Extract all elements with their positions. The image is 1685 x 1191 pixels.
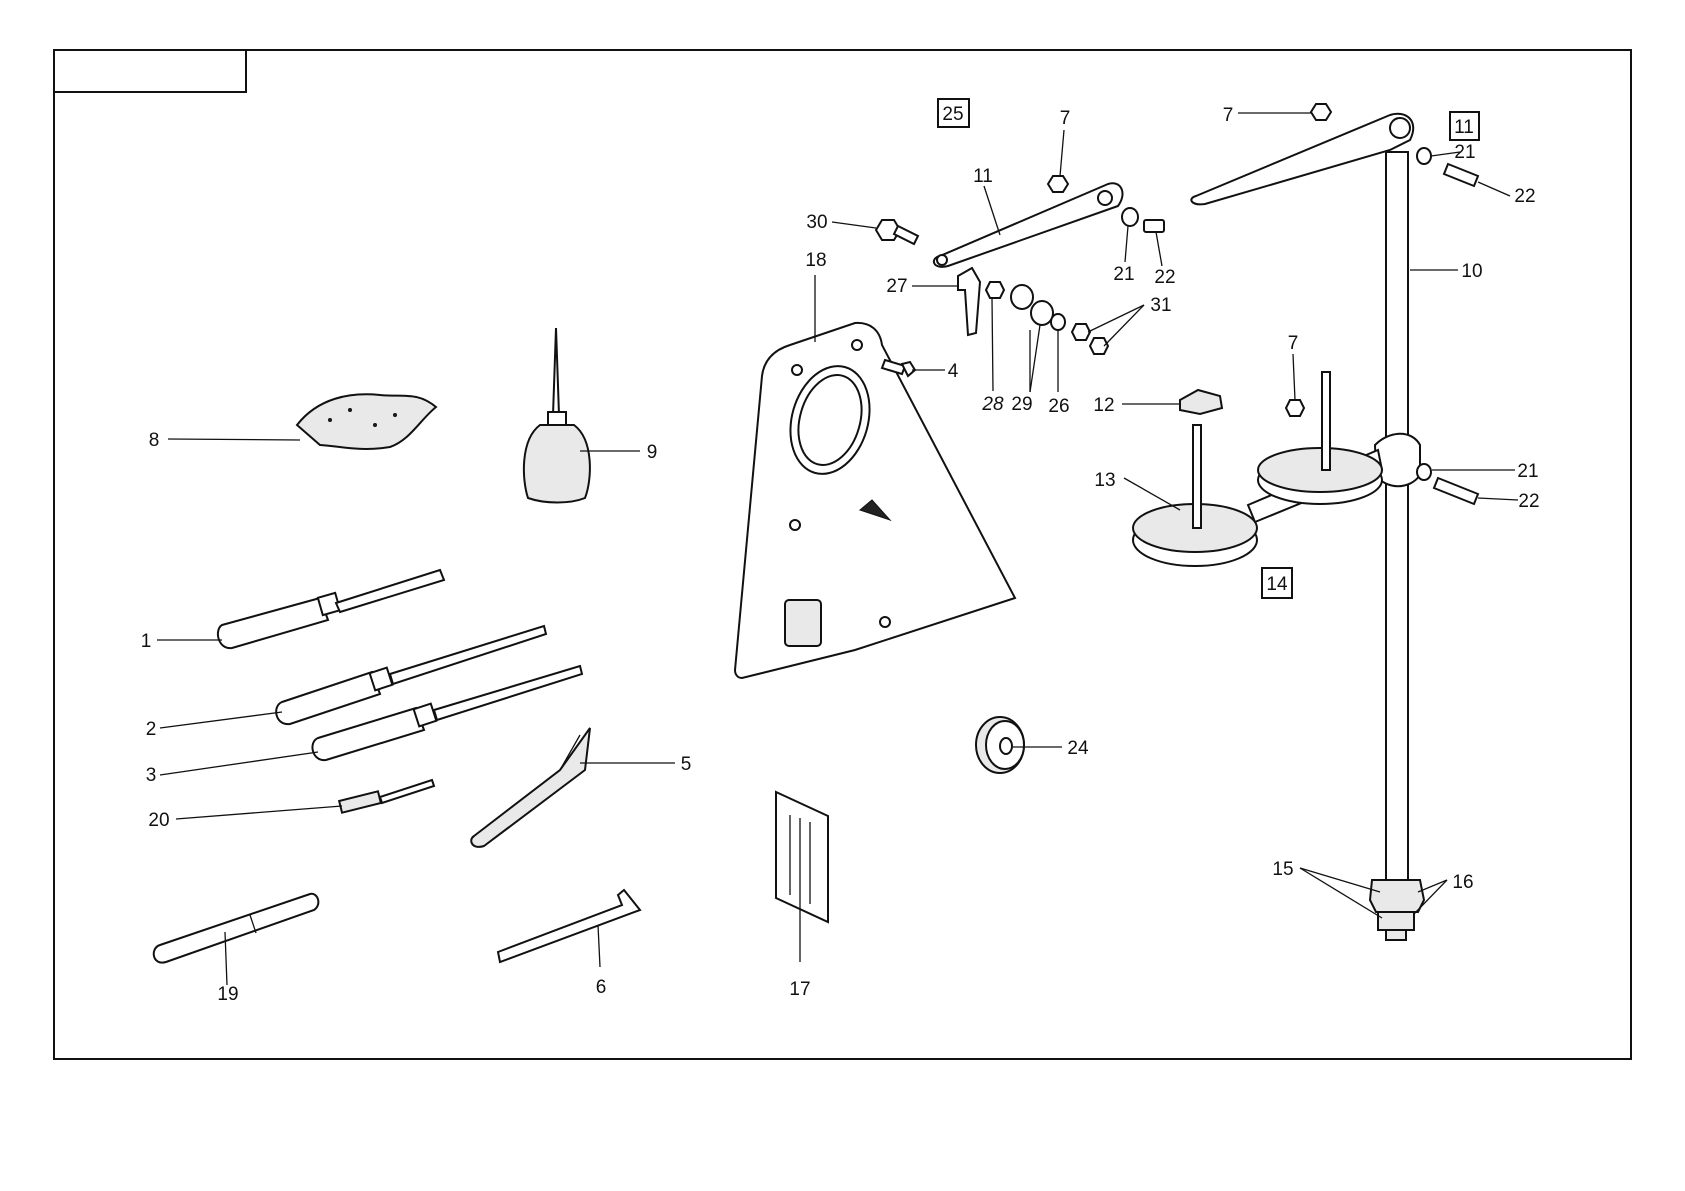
screw-22-upper xyxy=(1144,220,1164,232)
washer-21-top xyxy=(1417,148,1431,164)
screwdriver-1 xyxy=(218,570,444,648)
nuts-31 xyxy=(1072,324,1108,354)
group-label-11: 11 xyxy=(1454,117,1474,138)
grease-bag xyxy=(297,394,436,449)
drift-punch xyxy=(154,894,319,963)
callout-28: 28 xyxy=(981,394,1004,415)
group-box-14: 14 xyxy=(1262,568,1292,598)
callout-22-top: 22 xyxy=(1514,186,1535,207)
callout-4: 4 xyxy=(948,361,959,382)
callout-6: 6 xyxy=(596,977,607,998)
callout-17: 17 xyxy=(789,979,810,1000)
callout-10: 10 xyxy=(1461,261,1482,282)
screw-30 xyxy=(876,220,918,244)
callout-30: 30 xyxy=(806,212,827,233)
callout-18: 18 xyxy=(805,250,826,271)
callout-13: 13 xyxy=(1094,470,1115,491)
nut-7-upper xyxy=(1048,176,1068,192)
callout-27: 27 xyxy=(886,276,907,297)
callout-22-upper: 22 xyxy=(1154,267,1175,288)
callout-20: 20 xyxy=(148,810,169,831)
small-screwdriver xyxy=(339,780,434,813)
callout-16: 16 xyxy=(1452,872,1473,893)
title-cell xyxy=(54,50,246,92)
callout-8: 8 xyxy=(149,430,160,451)
callout-22-mid: 22 xyxy=(1518,491,1539,512)
spool-plate-13 xyxy=(1133,425,1257,566)
spool-cap-12 xyxy=(1180,390,1222,414)
tweezers xyxy=(471,728,590,847)
group-label-25: 25 xyxy=(942,104,963,125)
callout-21-mid: 21 xyxy=(1517,461,1538,482)
callout-31: 31 xyxy=(1150,295,1171,316)
belt-guard xyxy=(735,323,1015,678)
needle-pack xyxy=(776,792,828,922)
callout-11: 11 xyxy=(973,166,993,187)
callout-2: 2 xyxy=(146,719,157,740)
group-label-14: 14 xyxy=(1266,574,1288,595)
screw-22-top xyxy=(1444,164,1478,186)
callout-15: 15 xyxy=(1272,859,1293,880)
group-box-11: 11 xyxy=(1450,112,1479,140)
callout-7-top: 7 xyxy=(1223,105,1234,126)
callout-5: 5 xyxy=(681,754,692,775)
group-box-25: 25 xyxy=(938,99,969,127)
oiler xyxy=(524,328,590,503)
callout-3: 3 xyxy=(146,765,157,786)
callout-7-lower: 7 xyxy=(1288,333,1299,354)
callout-12: 12 xyxy=(1093,395,1114,416)
nut-28 xyxy=(986,282,1004,298)
washers-29 xyxy=(1011,285,1053,325)
washer-21-upper xyxy=(1122,208,1138,226)
callout-19: 19 xyxy=(217,984,238,1005)
spool-plate-14 xyxy=(1258,372,1382,504)
screw-22-mid xyxy=(1434,478,1478,504)
callout-1: 1 xyxy=(141,631,152,652)
callout-21-top: 21 xyxy=(1454,142,1475,163)
nut-7-lower xyxy=(1286,400,1304,416)
bobbin xyxy=(976,717,1024,773)
nut-7-top xyxy=(1311,104,1331,120)
hex-key xyxy=(498,890,640,962)
callout-21-upper: 21 xyxy=(1113,264,1134,285)
bracket-27 xyxy=(958,268,980,335)
callout-9: 9 xyxy=(647,442,658,463)
callout-7-upper: 7 xyxy=(1060,108,1071,129)
callout-29: 29 xyxy=(1011,394,1032,415)
callout-24: 24 xyxy=(1067,738,1089,759)
spacer-26 xyxy=(1051,314,1065,330)
callout-26: 26 xyxy=(1048,396,1069,417)
washer-21-mid xyxy=(1417,464,1431,480)
thread-stand-arm-small xyxy=(934,183,1123,267)
